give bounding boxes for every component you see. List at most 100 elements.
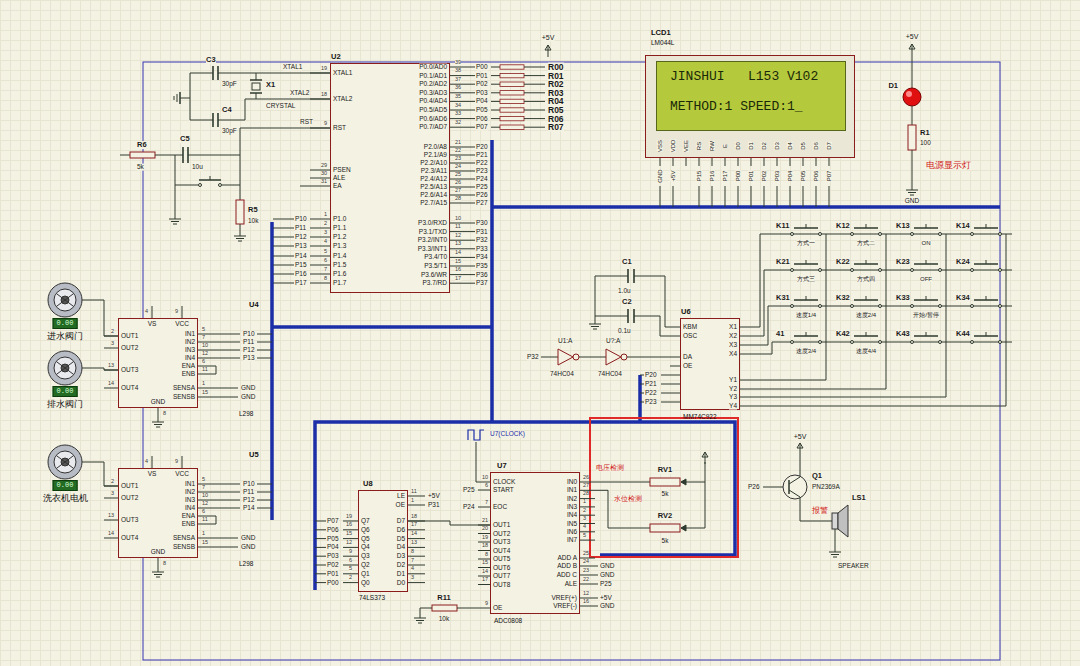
pin-name: P2.3/A11 [421, 168, 447, 175]
pin-name: OUT1 [121, 333, 138, 340]
switch-symbol [219, 184, 222, 187]
wire [740, 342, 772, 354]
net-label: P21 [476, 152, 488, 159]
wire [764, 270, 1012, 271]
wire [450, 283, 475, 284]
wire [740, 234, 1006, 406]
ref-designator: K22 [836, 258, 850, 266]
ref-designator: U8 [363, 480, 373, 488]
ref-designator: RV1 [658, 466, 672, 474]
value-label: 5k [662, 538, 669, 545]
potentiometer-symbol [650, 524, 680, 532]
wire [640, 393, 644, 394]
wire [190, 73, 213, 74]
wire [310, 246, 330, 247]
pin-number: 30 [321, 171, 327, 177]
pin-name: P0.0/AD0 [419, 64, 447, 71]
pin-number: 7 [485, 500, 488, 506]
wire [579, 357, 606, 358]
wire [315, 521, 326, 522]
wire [420, 608, 432, 614]
pin-number: 2 [324, 221, 327, 227]
wire [273, 219, 294, 220]
pin-name: P2.0/A8 [424, 144, 447, 151]
ground-symbol [173, 224, 177, 225]
button-symbol [971, 305, 974, 308]
ref-designator: R11 [437, 594, 450, 602]
pin-number: 9 [485, 601, 488, 607]
pin-name: D3 [774, 142, 780, 150]
ground-symbol [171, 221, 179, 222]
pin-name: D7 [397, 518, 405, 525]
wire [912, 150, 913, 186]
pin-name: IN4 [185, 355, 195, 362]
button-symbol [911, 233, 914, 236]
clock-symbol [468, 430, 484, 440]
wire [315, 547, 326, 548]
wire [152, 456, 153, 468]
pin-number: 17 [411, 522, 417, 528]
pin-name: D6 [813, 142, 819, 150]
motor-display: 0.00 [53, 480, 78, 491]
pin-name: SENSB [173, 544, 195, 551]
pin-number: 22 [455, 148, 461, 154]
wire [310, 219, 330, 220]
pin-name: KBM [683, 324, 697, 331]
value-label: 30pF [222, 81, 237, 88]
wire [640, 402, 644, 403]
wire [104, 388, 118, 389]
wire [491, 127, 500, 128]
key-function-label: 速度1/4 [796, 312, 816, 318]
pin-name: P0.3/AD3 [419, 89, 447, 96]
net-label: P35 [476, 263, 488, 270]
net-label: P03 [327, 553, 339, 560]
pin-number: 23 [455, 156, 461, 162]
net-label: GND [241, 544, 255, 551]
wire [343, 573, 358, 574]
pin-name: P3.3/INT1 [418, 245, 447, 252]
pin-name: VDD [670, 140, 676, 153]
part-type: ADC0808 [494, 618, 522, 625]
wire [595, 276, 628, 277]
pin-name: OUT6 [493, 564, 510, 571]
wire [273, 274, 294, 275]
ref-designator: C1 [622, 258, 632, 266]
wire [738, 158, 739, 166]
switch-symbol [199, 184, 202, 187]
pin-name: P0.1/AD1 [419, 72, 447, 79]
pin-number: 15 [346, 531, 352, 537]
wire [257, 334, 272, 335]
pin-number: 8 [163, 561, 166, 567]
wire [595, 606, 598, 607]
wire [478, 608, 490, 609]
button-symbol [819, 341, 822, 344]
pin-name: OUT2 [121, 345, 138, 352]
wire [660, 186, 661, 207]
pin-number: 21 [455, 140, 461, 146]
net-label: P17 [722, 171, 728, 182]
key-function-label: OFF [920, 276, 932, 282]
wire [725, 186, 726, 207]
wire [188, 155, 240, 156]
wire [524, 84, 545, 85]
ref-designator: U4 [249, 301, 259, 309]
pin-number: 13 [411, 540, 417, 546]
pin-name: P1.7 [333, 280, 346, 287]
wire [408, 529, 425, 530]
button-symbol [791, 341, 794, 344]
pin-name: VREF(+) [552, 595, 577, 602]
net-label: R01 [548, 71, 564, 80]
button-symbol [866, 332, 867, 336]
pin-name: VS [148, 321, 157, 328]
wire [104, 538, 118, 539]
pin-number: 6 [324, 258, 327, 264]
wire [450, 171, 475, 172]
resistor-symbol [500, 116, 524, 120]
ground-symbol [414, 618, 426, 619]
power-label: +5V [906, 33, 919, 40]
power-arrow [548, 45, 549, 57]
pin-number: 4 [145, 309, 148, 315]
pin-name: RST [333, 125, 346, 132]
ground-symbol [156, 577, 160, 578]
pin-number: 3 [324, 230, 327, 236]
